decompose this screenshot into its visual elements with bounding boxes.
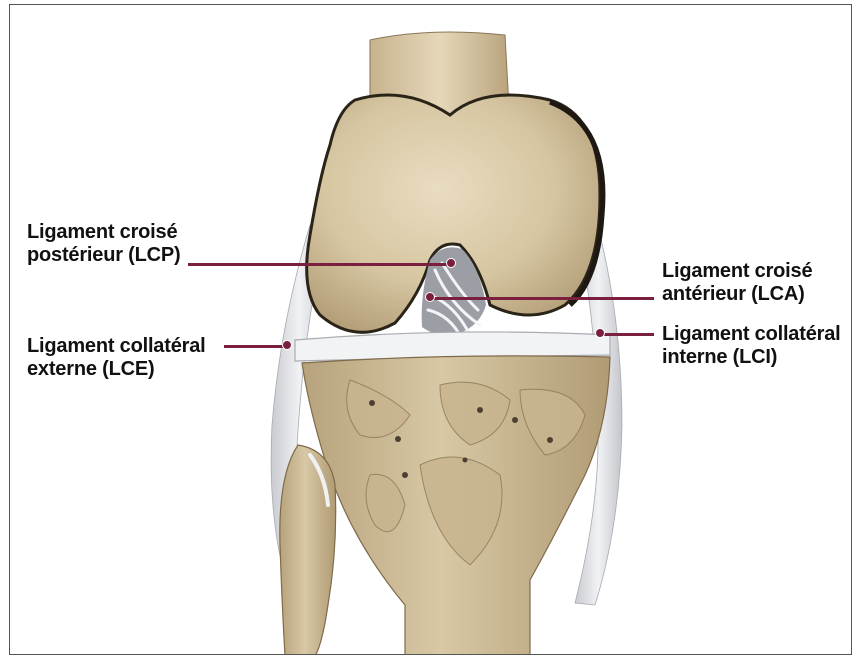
lci-leader-line — [602, 333, 654, 336]
lca-label-line1: Ligament croisé — [662, 260, 812, 283]
lce-leader-dot — [282, 340, 292, 350]
lci-leader-dot — [595, 328, 605, 338]
lca-leader-line — [432, 297, 654, 300]
lcp-label-line1: Ligament croisé — [27, 221, 180, 244]
lci-label-line2: interne (LCI) — [662, 346, 840, 369]
lcp-leader-line — [188, 263, 450, 266]
lcp-label: Ligament croisé postérieur (LCP) — [27, 221, 180, 267]
diagram-frame: Ligament croisé postérieur (LCP) Ligamen… — [9, 4, 852, 655]
lcp-leader-dot — [446, 258, 456, 268]
lcp-label-line2: postérieur (LCP) — [27, 244, 180, 267]
lca-label-line2: antérieur (LCA) — [662, 283, 812, 306]
lce-label: Ligament collatéral externe (LCE) — [27, 335, 205, 381]
lce-leader-line — [224, 345, 286, 348]
lca-leader-dot — [425, 292, 435, 302]
lca-label: Ligament croisé antérieur (LCA) — [662, 260, 812, 306]
lci-label-line1: Ligament collatéral — [662, 323, 840, 346]
lci-label: Ligament collatéral interne (LCI) — [662, 323, 840, 369]
lce-label-line2: externe (LCE) — [27, 358, 205, 381]
lce-label-line1: Ligament collatéral — [27, 335, 205, 358]
